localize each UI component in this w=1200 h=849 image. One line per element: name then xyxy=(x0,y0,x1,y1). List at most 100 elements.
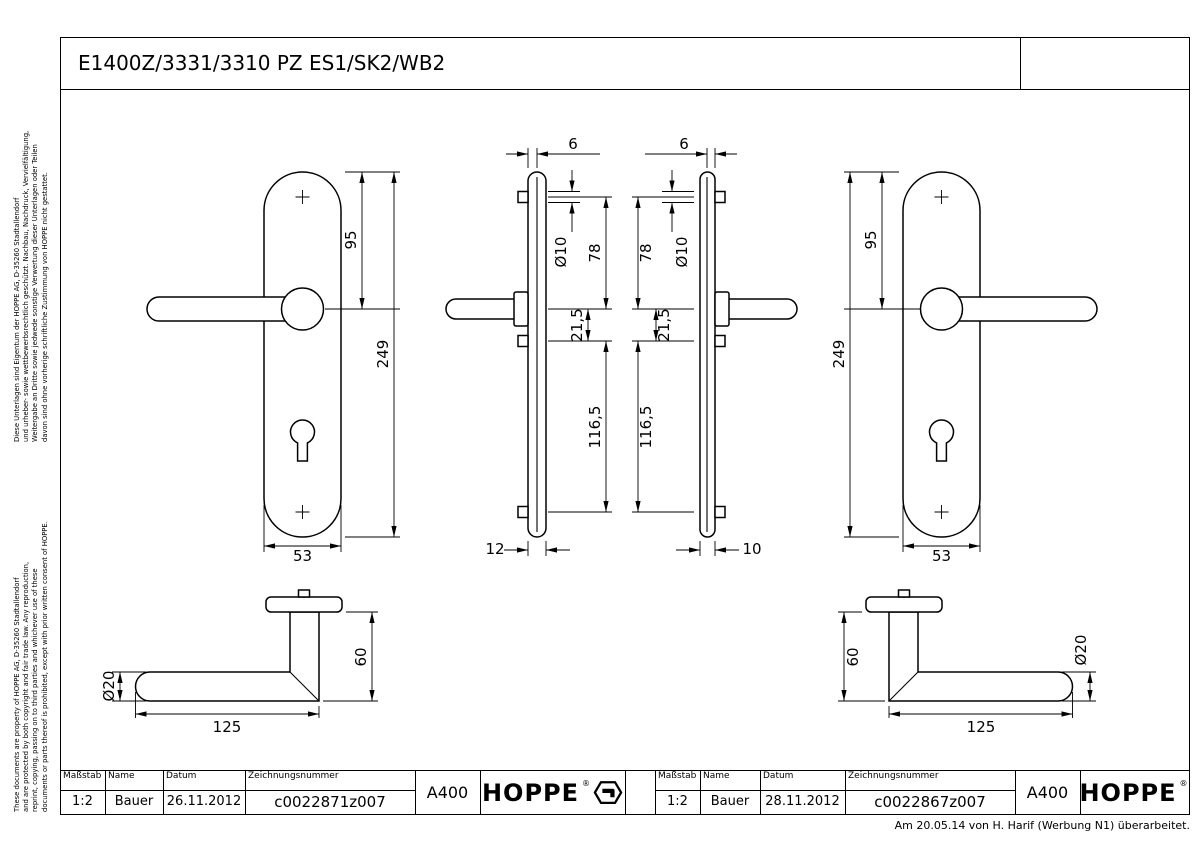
view-handle-left: 60 Ø20 125 xyxy=(100,589,378,736)
name-value: Bauer xyxy=(710,794,750,809)
cell-divider xyxy=(1080,770,1081,815)
extension-lines-6 xyxy=(527,148,538,168)
spindle-stub xyxy=(897,589,911,598)
dim-78-label: 78 xyxy=(586,243,604,262)
rose-disc xyxy=(265,596,343,613)
handle-rose xyxy=(280,287,325,331)
hoppe-wordmark: HOPPE xyxy=(481,778,580,807)
dim-125-label: 125 xyxy=(967,718,996,736)
scale-value: 1:2 xyxy=(667,794,688,809)
lever-handle xyxy=(943,296,1098,322)
miter-line xyxy=(289,671,320,702)
extension-lines-o10 xyxy=(548,191,580,203)
view-front-right: 95 249 53 xyxy=(830,171,1098,565)
view-handle-right: 60 Ø20 125 xyxy=(838,589,1096,736)
extension-lines xyxy=(263,171,400,552)
miter-line xyxy=(888,671,919,702)
title-bar: E1400Z/3331/3310 PZ ES1/SK2/WB2 xyxy=(60,37,1190,90)
cell-divider xyxy=(245,770,246,815)
dim-21-5-label: 21,5 xyxy=(655,308,673,341)
backplate-outline xyxy=(902,171,981,538)
label-underline xyxy=(655,790,1015,791)
cell-divider xyxy=(415,770,416,815)
title-block-right: Maßstab Name Datum Zeichnungsnummer 1:2 … xyxy=(655,770,1190,815)
pz-keyhole xyxy=(289,419,316,462)
title-bar-divider xyxy=(1020,37,1021,89)
label-underline xyxy=(60,790,415,791)
cell-divider xyxy=(845,770,846,815)
hoppe-logo: HOPPE ® xyxy=(480,770,625,815)
dim-21-5-label: 21,5 xyxy=(568,308,586,341)
extension-lines-10 xyxy=(699,541,716,556)
dim-249-label: 249 xyxy=(374,340,392,369)
hoppe-logo: HOPPE ® xyxy=(1079,770,1190,815)
dim-116-5-label: 116,5 xyxy=(586,406,604,449)
fixing-lug xyxy=(517,334,529,348)
cell-divider xyxy=(625,770,626,815)
fixing-lug xyxy=(714,334,726,348)
registered-mark: ® xyxy=(1179,779,1188,788)
dim-125-label: 125 xyxy=(213,718,242,736)
extension-lines-6 xyxy=(706,148,716,168)
name-value: Bauer xyxy=(114,794,154,809)
dim-12-label: 12 xyxy=(485,540,504,558)
extension-lines-o10 xyxy=(662,191,694,203)
lever-handle-profile xyxy=(716,298,798,320)
dim-6-label: 6 xyxy=(568,135,578,153)
backplate-outline xyxy=(263,171,342,538)
drawing-number-label: Zeichnungsnummer xyxy=(848,771,939,781)
dim-95-label: 95 xyxy=(862,230,880,249)
view-front-left: 95 249 53 xyxy=(146,171,400,565)
spindle-stub xyxy=(297,589,311,598)
handle-collar xyxy=(513,291,529,327)
scale-label: Maßstab xyxy=(658,771,697,781)
cell-divider xyxy=(480,770,481,815)
dim-60-label: 60 xyxy=(352,647,370,666)
dim-o20-label: Ø20 xyxy=(1072,635,1090,666)
view-side-left: 6 Ø10 78 21,5 116,5 12 xyxy=(445,135,612,558)
hoppe-wordmark: HOPPE xyxy=(1079,778,1177,807)
lever-handle-profile xyxy=(445,298,527,320)
fixing-lug xyxy=(714,190,726,204)
name-label: Name xyxy=(108,771,135,781)
hoppe-hexagon-icon xyxy=(593,781,623,804)
lever-end-view xyxy=(134,611,320,702)
scale-value: 1:2 xyxy=(72,794,93,809)
drawing-number-value: c0022871z007 xyxy=(274,793,386,811)
cell-divider xyxy=(163,770,164,815)
drawing-title: E1400Z/3331/3310 PZ ES1/SK2/WB2 xyxy=(78,51,446,75)
extension-lines-chain xyxy=(548,196,612,513)
screw-center-marks xyxy=(934,190,949,519)
date-label: Datum xyxy=(763,771,794,781)
drawing-number-label: Zeichnungsnummer xyxy=(248,771,339,781)
dim-78-label: 78 xyxy=(637,243,655,262)
dim-o20-label: Ø20 xyxy=(100,671,118,702)
dim-o10-label: Ø10 xyxy=(673,237,691,268)
dim-53-label: 53 xyxy=(293,547,312,565)
finish-code: A400 xyxy=(426,783,469,802)
cell-divider xyxy=(1015,770,1016,815)
cell-divider xyxy=(760,770,761,815)
lever-end-view xyxy=(888,611,1074,702)
handle-rose xyxy=(919,287,964,331)
screw-center-marks xyxy=(295,190,310,519)
fixing-lug xyxy=(517,190,529,204)
date-value: 28.11.2012 xyxy=(765,794,840,809)
date-value: 26.11.2012 xyxy=(166,794,242,809)
dim-116-5-label: 116,5 xyxy=(637,406,655,449)
drawing-number-value: c0022867z007 xyxy=(874,793,986,811)
extension-lines-12 xyxy=(527,541,547,556)
rose-disc xyxy=(865,596,943,613)
cell-divider xyxy=(105,770,106,815)
dim-95-label: 95 xyxy=(342,230,360,249)
fixing-lug xyxy=(517,505,529,519)
dim-249-label: 249 xyxy=(830,340,848,369)
fixing-lug xyxy=(714,505,726,519)
scale-label: Maßstab xyxy=(63,771,102,781)
pz-keyhole xyxy=(928,419,955,462)
date-label: Datum xyxy=(166,771,197,781)
handle-collar xyxy=(714,291,730,327)
registered-mark: ® xyxy=(582,779,591,788)
extension-lines-chain xyxy=(632,196,694,513)
